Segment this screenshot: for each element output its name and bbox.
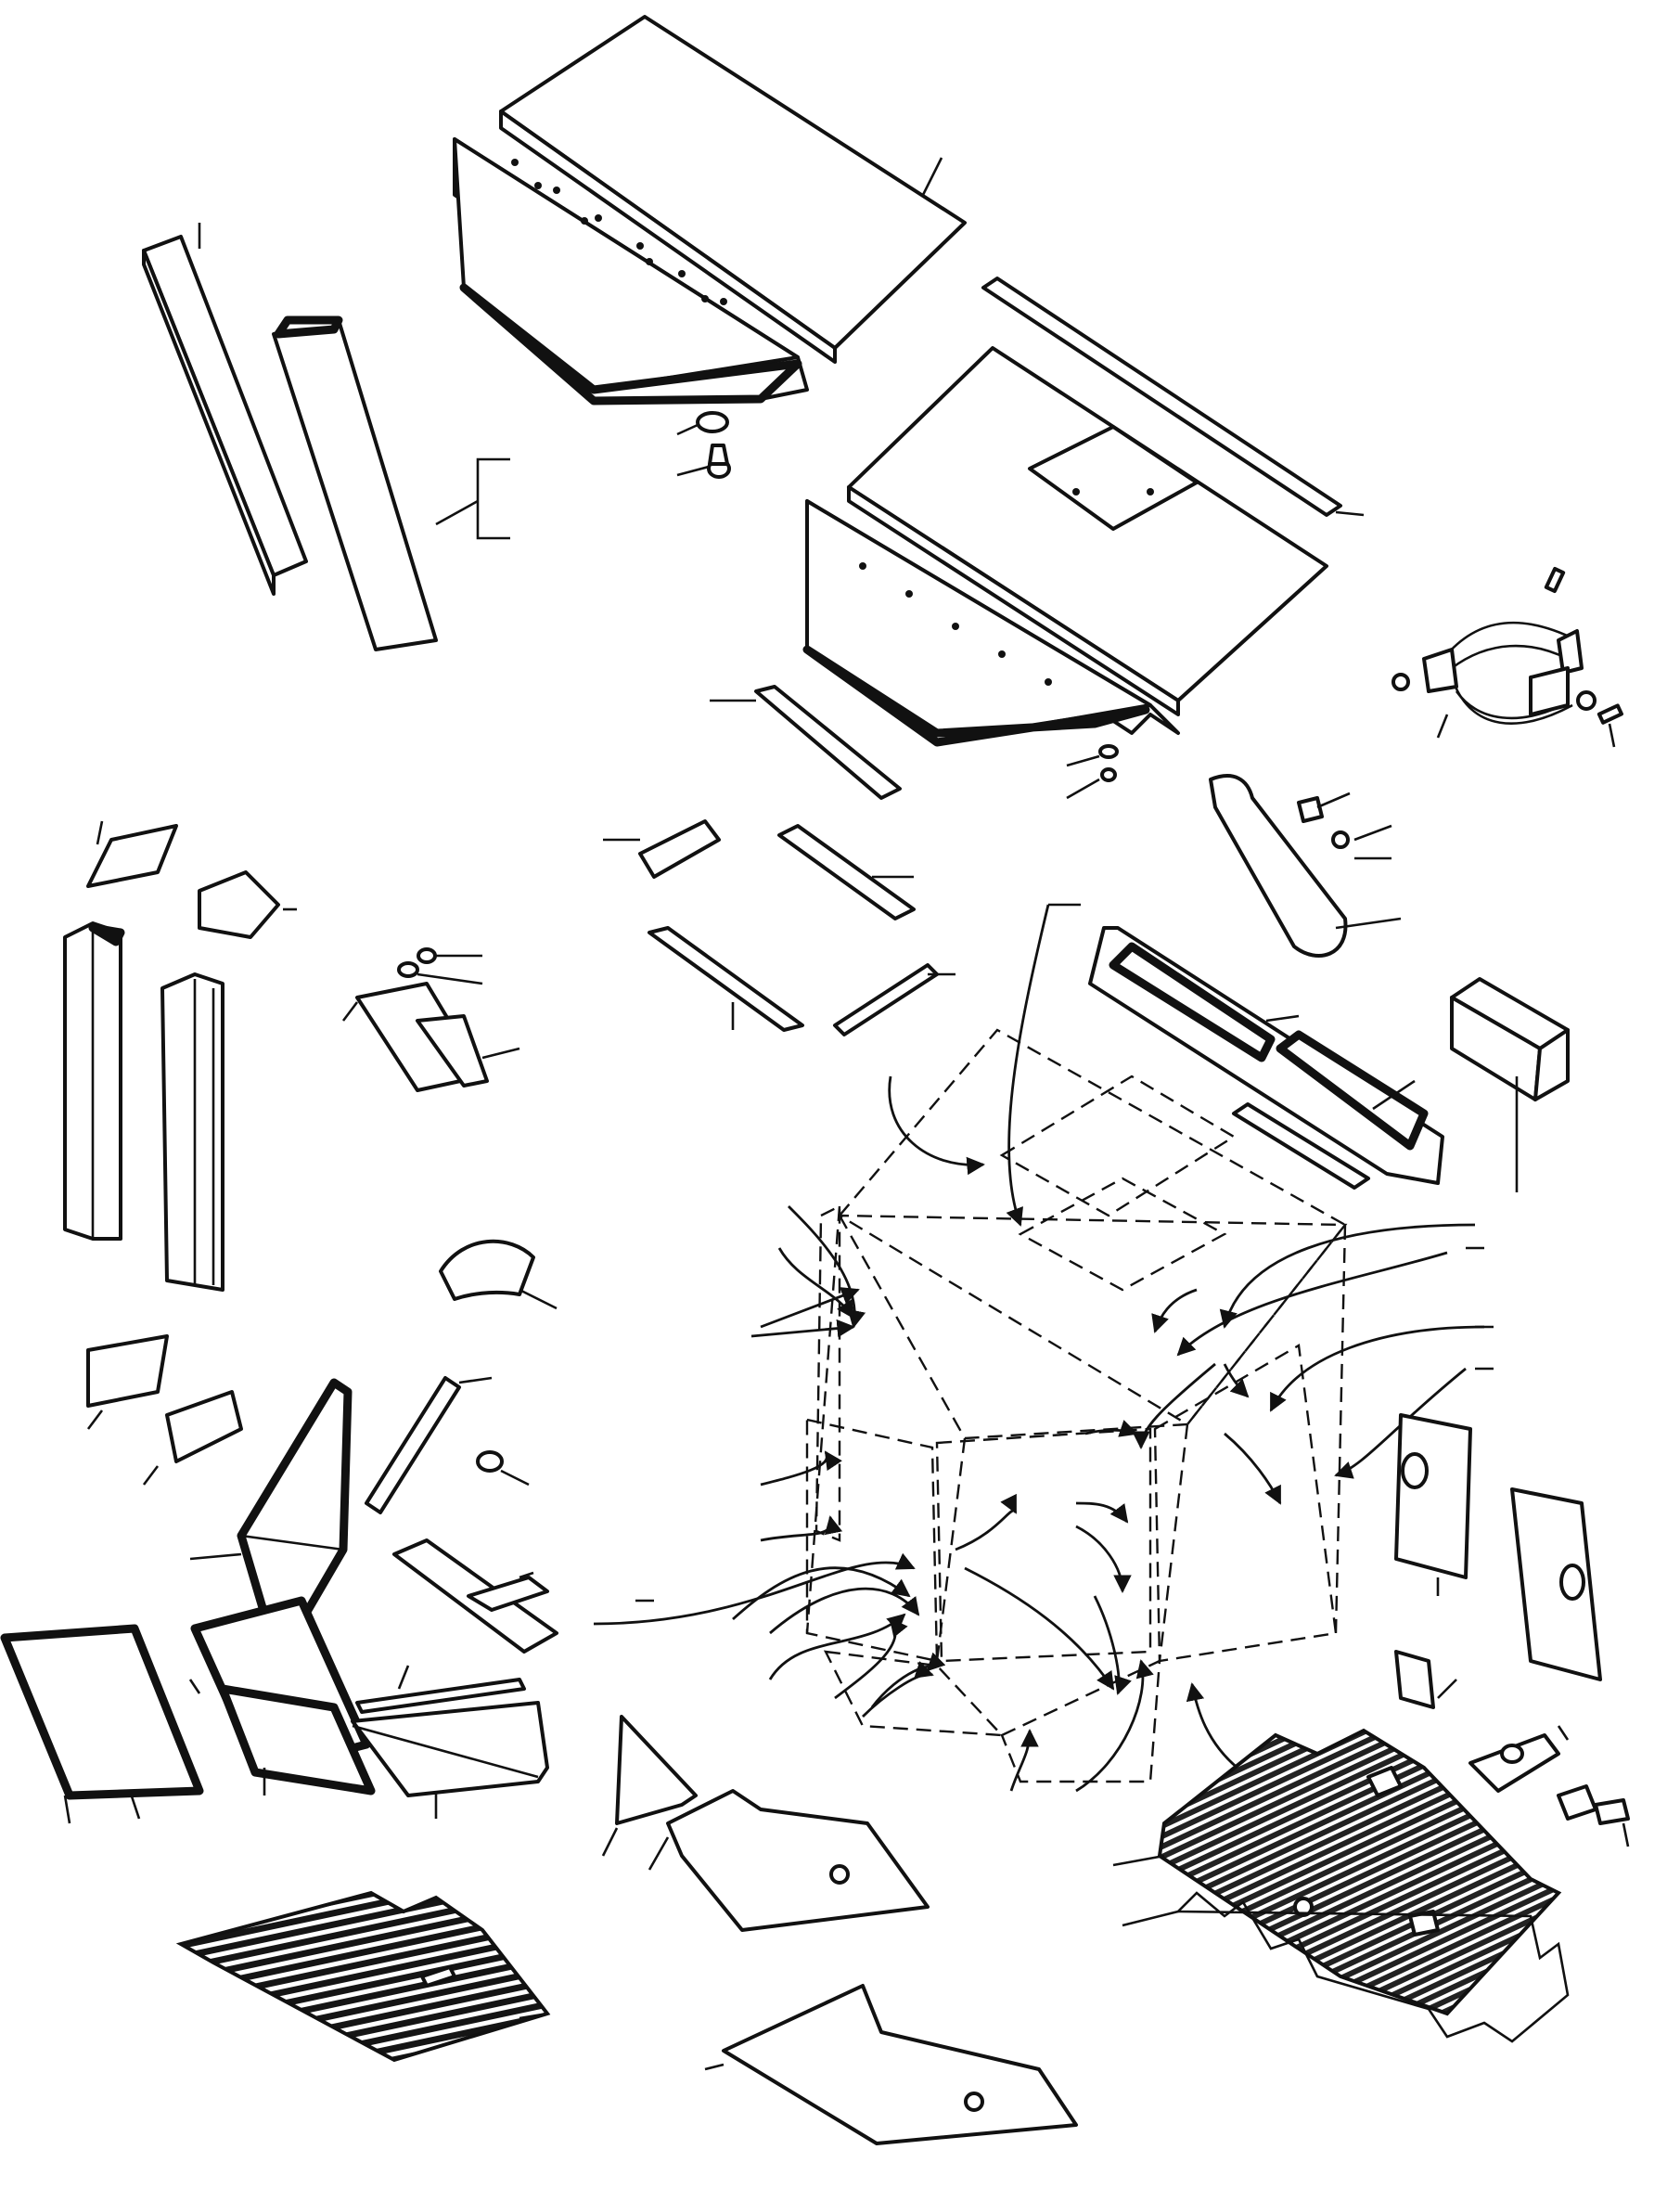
bent-tabs-left <box>86 820 297 1486</box>
cab-frame-outline <box>805 1028 1348 1783</box>
side-trim-strip <box>981 277 1365 517</box>
small-bolt-pair <box>1066 744 1119 800</box>
fastener-stack-top <box>676 411 731 479</box>
pointer-arrows <box>593 903 1494 1793</box>
arrow-insulation-panels <box>601 1715 1078 2145</box>
mat-outline-under <box>1122 1891 1570 2043</box>
roof-panel-lower-with-hatch <box>802 346 1328 747</box>
lower-roof-rivets <box>859 488 1154 686</box>
pipe-clamp-assembly <box>1391 566 1623 748</box>
angle-brackets <box>603 819 955 1036</box>
vertical-box-trim-right <box>272 315 510 651</box>
rolled-clip <box>439 1239 558 1310</box>
right-side-panels <box>1394 1413 1630 1847</box>
foam-block <box>1450 977 1570 1192</box>
side-insulation-panels <box>0 1596 549 1824</box>
channel-post-left <box>63 921 125 1241</box>
vertical-box-trim-left <box>142 223 308 596</box>
roof-rivets <box>511 159 727 305</box>
seal-strip-diagonal <box>365 1376 493 1514</box>
small-knob <box>476 1450 530 1487</box>
roof-panel-upper <box>453 15 967 405</box>
duct-cover <box>1209 774 1402 958</box>
cross-bracket <box>710 685 902 800</box>
dash-console <box>1088 926 1444 1190</box>
hinge-strip <box>392 1538 558 1654</box>
floor-mat-left <box>175 1890 551 2063</box>
channel-post-right <box>160 972 224 1292</box>
mount-bracket <box>341 947 520 1092</box>
floor-mat-right <box>1112 1728 1562 2016</box>
thin-strip-lower <box>355 1665 526 1714</box>
